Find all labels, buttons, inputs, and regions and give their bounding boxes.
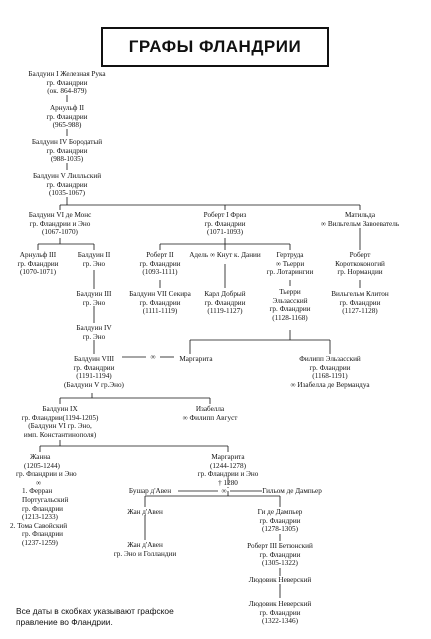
- person-matilda: Матильда∞ Вильгельм Завоеватель: [320, 211, 400, 228]
- person-joan: Жанна (1205-1244) гр. Фландрии и Эно ∞ 1…: [10, 453, 77, 547]
- person-isabella: Изабелла∞ Филипп Август: [182, 405, 238, 422]
- person-bouchard-avesnes: Бушар д'Авен: [128, 487, 172, 495]
- marriage-symbol: ∞: [221, 487, 227, 495]
- person-louis-nevers: Людовик Неверский: [248, 576, 312, 584]
- person-margaret-ii: Маргарита(1244-1278)гр. Фландрии и Эно† …: [197, 453, 259, 487]
- person-guillaume-dampierre: Гильом де Дампьер: [262, 487, 322, 495]
- marriage-symbol: ∞: [150, 353, 156, 361]
- person-adela: Адель ∞ Кнут к. Дании: [189, 251, 261, 259]
- person-jean-avesnes: Жан д'Авен: [127, 508, 163, 516]
- chart-title: ГРАФЫ ФЛАНДРИИ: [101, 27, 329, 67]
- person-margaret-alsace: Маргарита: [179, 355, 213, 363]
